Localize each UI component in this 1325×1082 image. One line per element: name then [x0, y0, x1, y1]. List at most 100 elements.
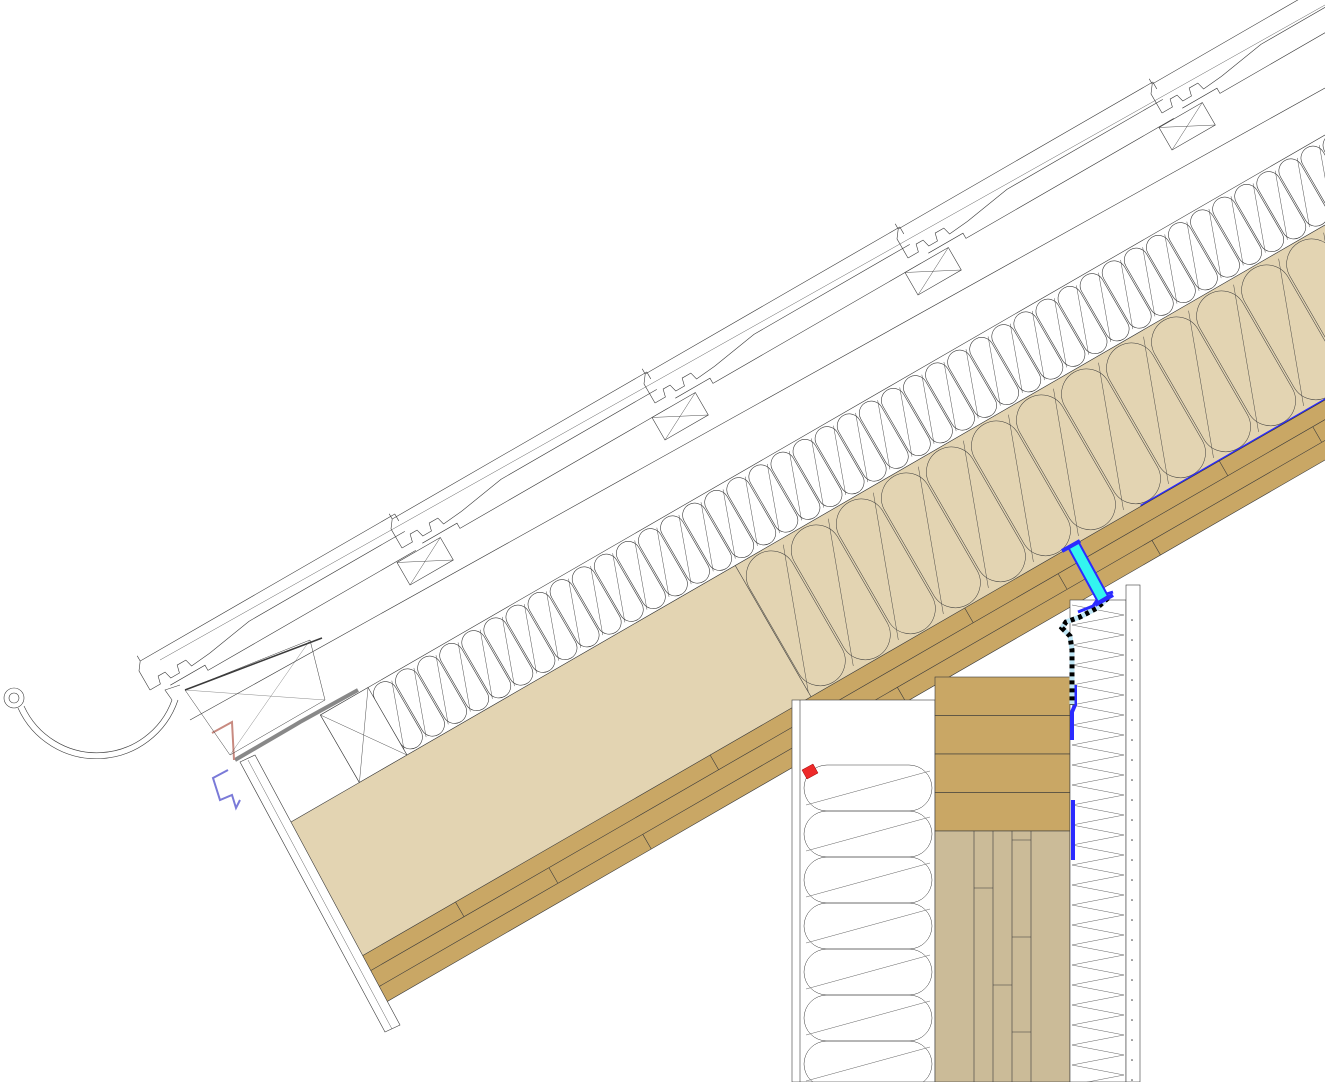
insulation-loop — [1278, 158, 1325, 227]
eaves-flashing — [233, 688, 359, 762]
render-dot — [1131, 859, 1133, 861]
tile-underside — [928, 118, 1174, 254]
eaves-block-cross — [359, 687, 369, 783]
insulation-hatch — [1142, 247, 1156, 317]
insulation-loop — [925, 362, 975, 431]
gutter — [3, 684, 181, 760]
insulation-hatch — [744, 476, 758, 546]
bird-comb-cross — [184, 689, 326, 701]
render-dot — [1131, 699, 1133, 701]
outer-insulation — [1069, 599, 1127, 1082]
gutter-outer — [17, 699, 179, 760]
insulation-hatch — [921, 374, 935, 444]
insulation-hatch — [678, 514, 692, 585]
insulation-loop — [858, 400, 909, 469]
tile-underside — [422, 408, 668, 544]
wall-plate — [934, 715, 1071, 755]
gutter-bracket — [164, 684, 181, 701]
insulation-hatch — [1274, 170, 1288, 240]
insulation-hatch — [1164, 234, 1178, 304]
insulation-hatch — [963, 440, 989, 588]
roof-tile — [136, 513, 416, 691]
render-dot — [1131, 619, 1133, 621]
insulation-hatch — [612, 553, 626, 623]
insulation-hatch — [1252, 183, 1266, 253]
insulation-loop — [726, 477, 777, 546]
render-dot — [1131, 819, 1133, 821]
board-joint — [1058, 574, 1068, 590]
insulation-loop — [881, 388, 931, 456]
drip-edge — [211, 769, 241, 811]
insulation-loop — [1016, 394, 1116, 531]
insulation-loop — [1151, 316, 1251, 453]
insulation-loop — [881, 472, 981, 609]
render-dot — [1131, 959, 1133, 961]
insulation-hatch — [783, 544, 809, 692]
bird-comb — [184, 639, 326, 756]
render-dot — [1131, 939, 1133, 941]
insulation-loop — [903, 375, 953, 444]
tile-vent-strip — [184, 637, 323, 691]
insulation-hatch — [1230, 196, 1244, 266]
wall-plate — [934, 792, 1071, 832]
insulation-hatch — [833, 425, 846, 495]
insulation-loop — [1241, 264, 1325, 401]
insulation-hatch — [805, 1046, 931, 1082]
roof-tile — [641, 226, 921, 404]
insulation-loop — [1300, 145, 1325, 214]
tile-outline — [136, 513, 405, 691]
render-dot — [1131, 739, 1133, 741]
seal-cap-bottom — [1094, 593, 1114, 607]
insulation-loop — [461, 630, 512, 699]
insulation-loop — [1079, 273, 1130, 342]
insulation-hatch — [805, 908, 931, 944]
insulation-hatch — [1008, 414, 1034, 562]
insulation-loop — [1234, 184, 1284, 252]
render-board — [1125, 584, 1141, 1082]
insulation-hatch — [1319, 145, 1325, 215]
insulation-loop — [1013, 311, 1064, 380]
insulation-loop — [792, 439, 843, 507]
render-dot — [1131, 1079, 1133, 1081]
render-dot — [1131, 979, 1133, 981]
insulation-loop — [746, 550, 846, 687]
batten-cross — [917, 247, 949, 296]
insulation-hatch — [855, 412, 868, 483]
render-dot — [1131, 719, 1133, 721]
insulation-hatch — [457, 642, 471, 712]
airtight-tape-dash — [1058, 596, 1110, 705]
fascia-board — [239, 754, 401, 1033]
insulation-loop — [770, 451, 821, 520]
render-dot — [1131, 879, 1133, 881]
insulation-loop — [1196, 290, 1296, 427]
insulation-loop — [836, 498, 936, 635]
insulation-hatch — [391, 680, 405, 750]
insulation-loop — [549, 579, 600, 648]
insulation-hatch — [1032, 310, 1045, 381]
insulation-hatch — [546, 591, 559, 661]
tile-underside — [675, 263, 921, 399]
insulation-hatch — [1278, 258, 1304, 406]
insulation-loop — [483, 617, 534, 686]
board-line — [368, 409, 1325, 972]
tile-batten-line — [189, 87, 1325, 721]
board-joint — [897, 687, 907, 703]
insulation-hatch — [789, 451, 802, 521]
insulation-loop — [1168, 222, 1218, 291]
insulation-hatch — [1120, 259, 1133, 330]
insulation-loop — [1146, 235, 1196, 303]
insulation-loop — [682, 502, 732, 571]
batten — [1158, 102, 1216, 151]
wall-insulation — [791, 699, 936, 1082]
tile-underside — [1182, 0, 1325, 109]
insulation-loop — [1035, 298, 1086, 367]
insulation-loop — [947, 349, 997, 418]
roof-tile — [388, 371, 668, 549]
insulation-hatch — [811, 438, 824, 508]
insulation-hatch — [1188, 310, 1214, 458]
insulation-hatch — [413, 667, 427, 738]
insulation-hatch — [805, 862, 931, 898]
wall-section — [791, 539, 1141, 1082]
insulation-hatch — [700, 502, 714, 572]
insulation-hatch — [1098, 272, 1111, 342]
